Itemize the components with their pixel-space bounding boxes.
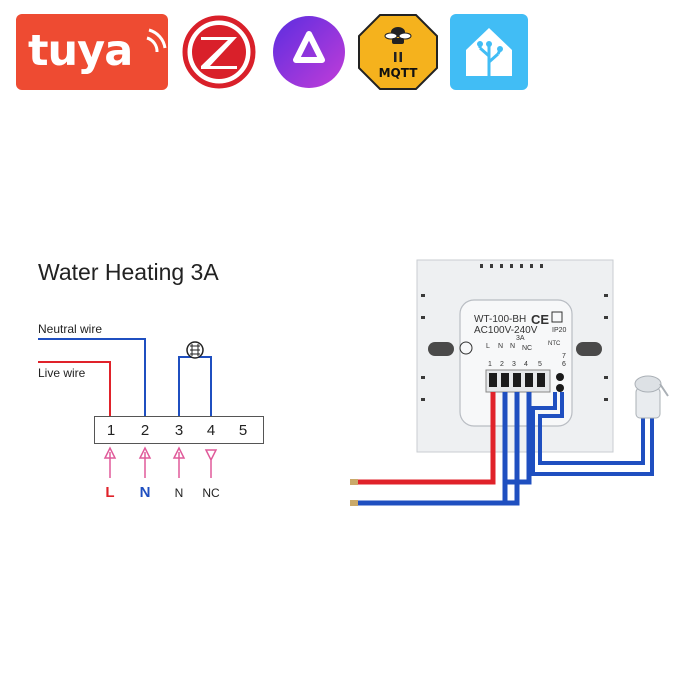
ip-rating: IP20: [552, 327, 567, 334]
label-neutral: N: [139, 484, 151, 501]
arrow-t4: [204, 449, 218, 478]
terminal-screws: [489, 373, 545, 387]
pin-number: 1: [488, 361, 492, 368]
tuya-logo-text: tuya: [28, 26, 133, 76]
arrow-t1: [103, 446, 117, 478]
ntc-pin: 6: [562, 361, 566, 368]
ntc-label: NTC: [548, 341, 561, 347]
label-live: L: [105, 484, 115, 501]
device-current: 3A: [516, 335, 525, 342]
label-nc: NC: [202, 486, 220, 500]
vent-slots: [421, 264, 608, 401]
terminal-number: 1: [106, 422, 116, 439]
mount-hole-left: [428, 342, 454, 356]
neutral-wire-label: Neutral wire: [38, 322, 103, 336]
load-wire-device: [505, 392, 520, 506]
device-voltage: AC100V-240V: [474, 325, 538, 336]
live-wire-label: Live wire: [38, 366, 86, 380]
pin-number: 2: [500, 361, 504, 368]
ce-mark: CE: [531, 312, 549, 327]
ntc-wire-2: [531, 392, 654, 476]
device-model: WT-100-BH: [474, 314, 526, 325]
heater-load-icon: [186, 341, 204, 359]
mqtt-logo-text: MQTT: [378, 66, 418, 80]
pin-number: 4: [524, 361, 528, 368]
terminal-number: 4: [206, 422, 216, 439]
pin-label: N: [510, 343, 515, 350]
home-assistant-icon: [450, 14, 528, 90]
tuya-logo: tuya: [16, 14, 168, 90]
neutral-wire: [38, 338, 146, 416]
pin-label: N: [498, 343, 503, 350]
pin-label: NC: [522, 345, 532, 352]
pin-label: L: [486, 343, 490, 350]
label-load-neutral: N: [174, 486, 184, 500]
ntc-wire-1: [538, 392, 645, 465]
terminal-number: 3: [174, 422, 184, 439]
terminal-number: 5: [238, 422, 248, 439]
alexa-icon: [270, 14, 348, 90]
ntc-sockets: [556, 373, 564, 392]
pin-number: 5: [538, 361, 542, 368]
live-wire: [38, 361, 111, 416]
terminal-block: [94, 416, 264, 444]
ntc-pin: 7: [562, 353, 566, 360]
ntc-sensor-icon: [634, 375, 669, 419]
arrow-t3: [172, 446, 186, 478]
nc-wire-device: [505, 392, 532, 485]
diagram-title: Water Heating 3A: [38, 259, 219, 285]
terminal-number: 2: [140, 422, 150, 439]
live-wire-device: [356, 392, 496, 485]
terminal-arrows: [103, 446, 218, 478]
zigbee-icon: [180, 14, 258, 90]
pin-number: 3: [512, 361, 516, 368]
arrow-t2: [138, 446, 152, 478]
tuya-wifi-icon: [146, 28, 167, 53]
mount-hole-right: [576, 342, 602, 356]
mqtt-logo: MQTT: [358, 14, 438, 90]
device-wifi-icon: [459, 341, 473, 355]
